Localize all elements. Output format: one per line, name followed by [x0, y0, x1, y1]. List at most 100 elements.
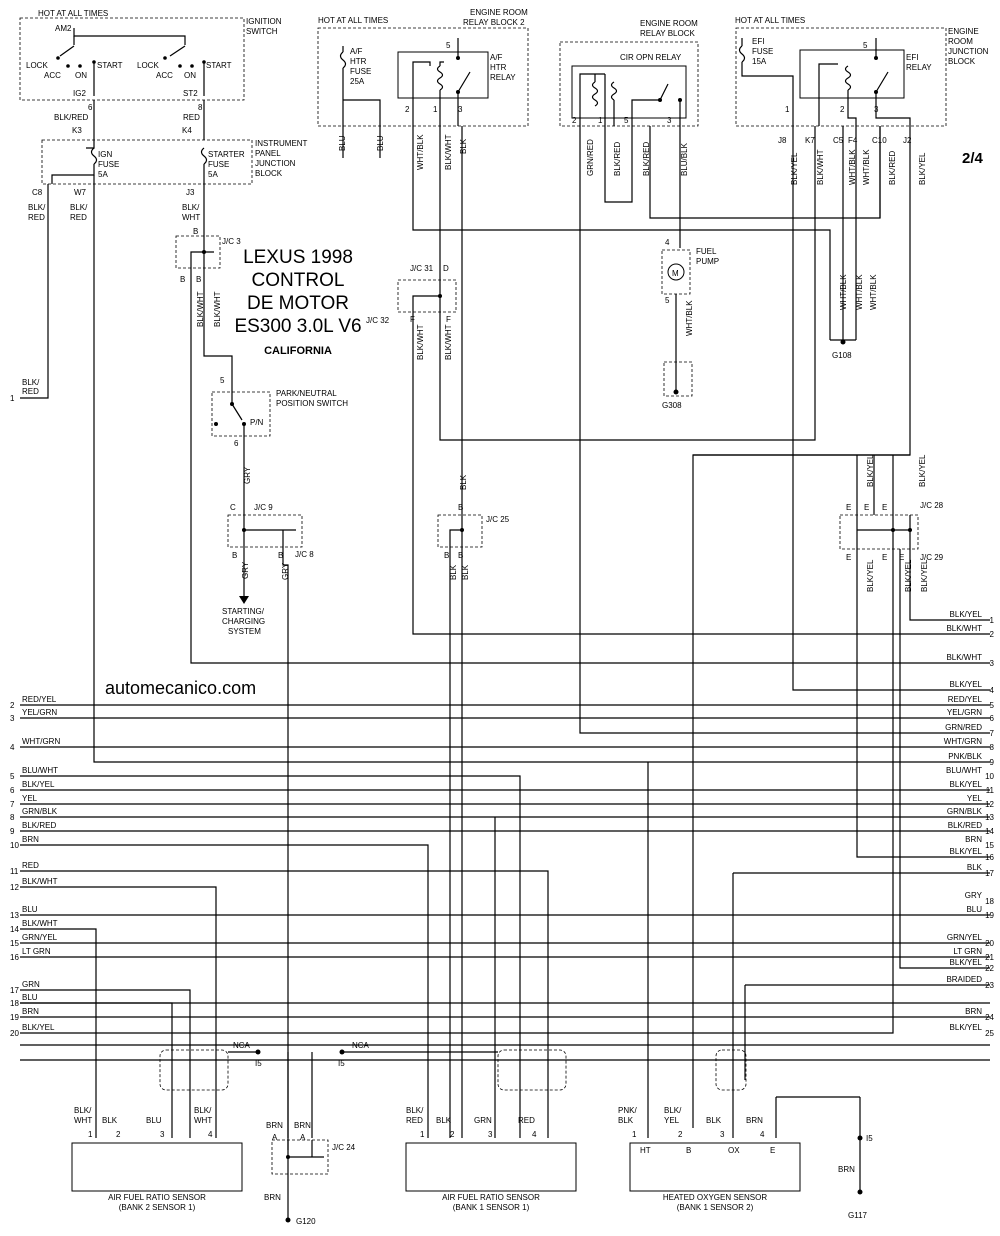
wire-label: BRN [838, 1165, 855, 1174]
wire-label: RED [28, 213, 45, 222]
wire-label: BLK/WHT [816, 149, 825, 185]
af-fuse-label-2: HTR [350, 57, 367, 66]
sensor-wire-label: BLK/ [194, 1106, 212, 1115]
ipjb-label-2: PANEL [255, 149, 281, 158]
sensor-pin-number: 1 [88, 1130, 93, 1139]
right-pin-wire-label: BLU/WHT [946, 766, 982, 775]
title-line-3: DE MOTOR [247, 293, 349, 314]
air-fuel-ratio-sensor-bank2: AIR FUEL RATIO SENSOR (BANK 2 SENSOR 1) [71, 1142, 243, 1212]
on-label-2: ON [184, 71, 196, 80]
shield-o2 [715, 1049, 747, 1091]
terminal-6: 6 [234, 439, 239, 448]
left-pin-wire-label: YEL/GRN [22, 708, 57, 717]
terminal-4: 4 [665, 238, 670, 247]
sensor-wire-label: WHT [74, 1116, 92, 1125]
right-pin-wire-label: BLK/YEL [950, 1023, 983, 1032]
terminal-a: A [272, 1133, 278, 1142]
terminal-e: E [846, 503, 851, 512]
starting-label-3: SYSTEM [228, 627, 261, 636]
sensor-pin-number: 1 [420, 1130, 425, 1139]
hot-label-3: HOT AT ALL TIMES [735, 16, 805, 25]
wire-label: BLK/YEL [918, 454, 927, 487]
wire-label: BLK/YEL [920, 559, 929, 592]
af-relay-label-1: A/F [490, 53, 503, 62]
left-pin-wire-label: BLK/YEL [22, 780, 55, 789]
wire-label: WHT/BLK [862, 149, 871, 185]
left-pin-number: 18 [10, 999, 19, 1008]
engine-room-relay-block-2: HOT AT ALL TIMES ENGINE ROOM RELAY BLOCK… [317, 8, 529, 127]
terminal-a: A [300, 1133, 306, 1142]
pnp-label-1: PARK/NEUTRAL [276, 389, 337, 398]
jc25: J/C 25 [437, 514, 510, 548]
wire-label: BLK/WHT [416, 324, 425, 360]
lock-label-2: LOCK [137, 61, 159, 70]
sensor-pin-labels: BLK/WHT1BLK2BLU3BLK/WHT4BLK/RED1BLK2GRN3… [74, 1106, 765, 1139]
right-pin-number: 2 [990, 630, 995, 639]
left-pin-wire-label: LT GRN [22, 947, 51, 956]
title-line-2: CONTROL [252, 270, 345, 291]
pin-e: E [770, 1146, 775, 1155]
terminal-2: 2 [405, 105, 410, 114]
wire-label: BLK/ [70, 203, 88, 212]
sensor-wire-label: RED [518, 1116, 535, 1125]
right-pin-wire-label: YEL [967, 794, 983, 803]
wire-label: BLK/ [28, 203, 46, 212]
jc24: J/C 24 [271, 1139, 356, 1175]
right-pin-wire-label: LT GRN [953, 947, 982, 956]
g108-ground: G108 [830, 339, 856, 360]
jc29-label: J/C 29 [920, 553, 944, 562]
erjb-label-4: BLOCK [948, 57, 976, 66]
right-pin-wire-label: BLK/YEL [950, 847, 983, 856]
left-pin-number: 15 [10, 939, 19, 948]
title-block: LEXUS 1998 CONTROL DE MOTOR ES300 3.0L V… [234, 247, 361, 357]
ign-fuse-label-1: IGN [98, 150, 112, 159]
jc24-label: J/C 24 [332, 1143, 356, 1152]
starting-label-2: CHARGING [222, 617, 265, 626]
sensor-wire-label: WHT [194, 1116, 212, 1125]
watermark: automecanico.com [105, 678, 256, 698]
terminal-f4: F4 [848, 136, 858, 145]
lock-label-1: LOCK [26, 61, 48, 70]
wire-label: GRY [243, 466, 252, 484]
left-pin-number: 14 [10, 925, 19, 934]
instrument-panel-junction-block: INSTRUMENT PANEL JUNCTION BLOCK IGN FUSE… [41, 139, 308, 185]
sensor-wire-label: BLK/ [74, 1106, 92, 1115]
ignition-switch-box [19, 17, 245, 101]
right-pin-wire-label: BRN [965, 835, 982, 844]
sensor-label: AIR FUEL RATIO SENSOR [442, 1193, 540, 1202]
right-pin-number: 20 [985, 939, 994, 948]
erjb-label-2: ROOM [948, 37, 973, 46]
wire-label: WHT/BLK [685, 300, 694, 336]
efi-fuse-label-3: 15A [752, 57, 767, 66]
errb2-label-1: ENGINE ROOM [470, 8, 528, 17]
terminal-b: B [458, 503, 463, 512]
right-pin-wire-label: BLK/YEL [950, 958, 983, 967]
engine-room-junction-block: HOT AT ALL TIMES ENGINE ROOM JUNCTION BL… [735, 16, 989, 127]
af-fuse-label-4: 25A [350, 77, 365, 86]
acc-label-1: ACC [44, 71, 61, 80]
terminal-b: B [193, 227, 198, 236]
right-pin-number: 19 [985, 911, 994, 920]
erjb-label-3: JUNCTION [948, 47, 989, 56]
sensor-pin-number: 3 [160, 1130, 165, 1139]
sensor-wire-label: BLK/ [664, 1106, 682, 1115]
wire-label: BLK/RED [613, 142, 622, 176]
right-pin-wire-label: GRN/RED [945, 723, 982, 732]
wire-label: GRY [281, 562, 290, 580]
wire-label: GRN/RED [586, 139, 595, 176]
motor-symbol: M [672, 269, 679, 278]
right-pin-number: 22 [985, 964, 994, 973]
sensor-wire-label: YEL [664, 1116, 680, 1125]
pn-label: P/N [250, 418, 264, 427]
nca-label: NCA [352, 1041, 370, 1050]
left-pin-wire-label: BRN [22, 835, 39, 844]
left-pin-wire-label: RED [22, 387, 39, 396]
wire-label: BLK/WHT [444, 324, 453, 360]
wire-label: BRN [294, 1121, 311, 1130]
right-pin-number: 4 [990, 686, 995, 695]
sensor-wire-label: GRN [474, 1116, 492, 1125]
terminal-d: D [443, 264, 449, 273]
wire-label: WHT/BLK [848, 149, 857, 185]
pin-b: B [686, 1146, 691, 1155]
